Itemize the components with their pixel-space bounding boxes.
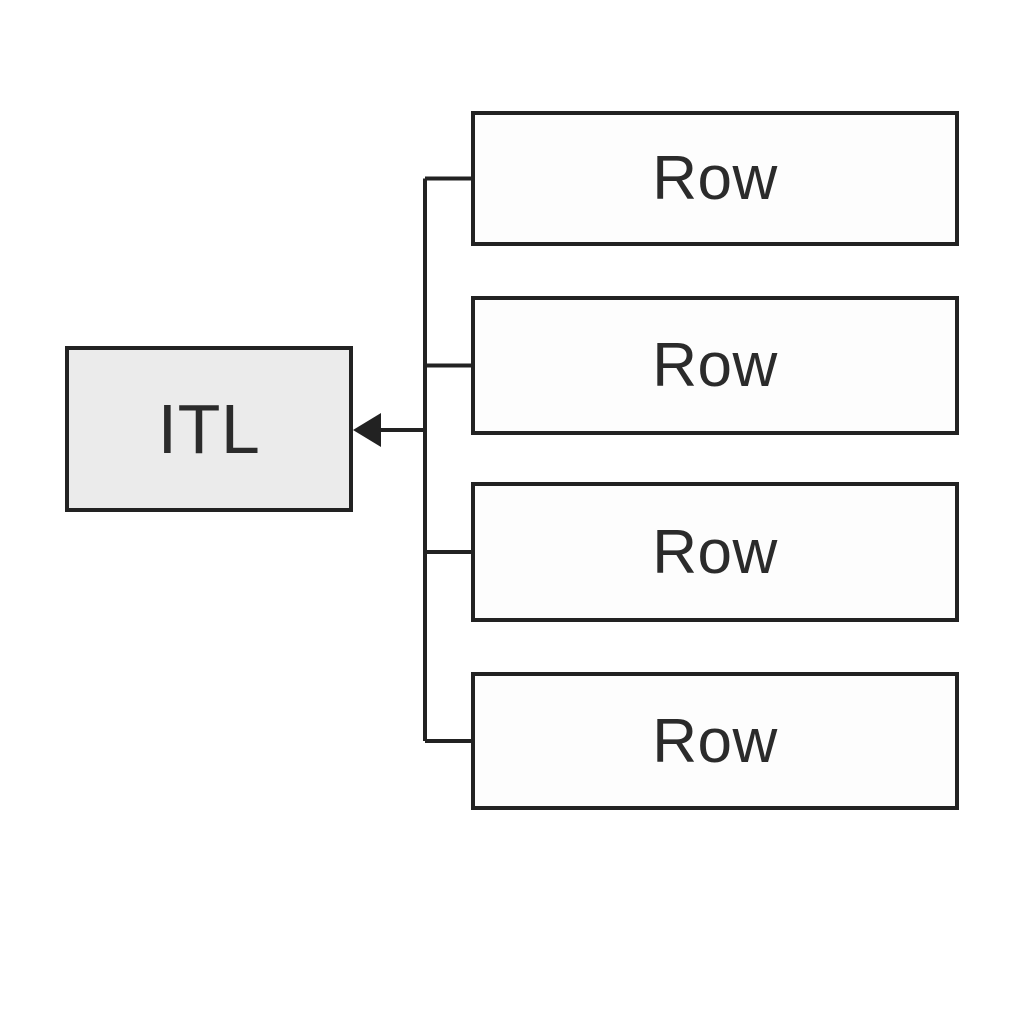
row-box-2: Row (471, 296, 959, 435)
arrowhead-left-icon (353, 413, 381, 447)
row-box-4: Row (471, 672, 959, 810)
row-box-label: Row (652, 706, 778, 776)
itl-box-label: ITL (157, 390, 261, 468)
itl-box: ITL (65, 346, 353, 512)
row-box-label: Row (652, 517, 778, 587)
row-box-3: Row (471, 482, 959, 622)
row-box-label: Row (652, 144, 778, 213)
row-box-1: Row (471, 111, 959, 246)
row-box-label: Row (652, 331, 778, 400)
